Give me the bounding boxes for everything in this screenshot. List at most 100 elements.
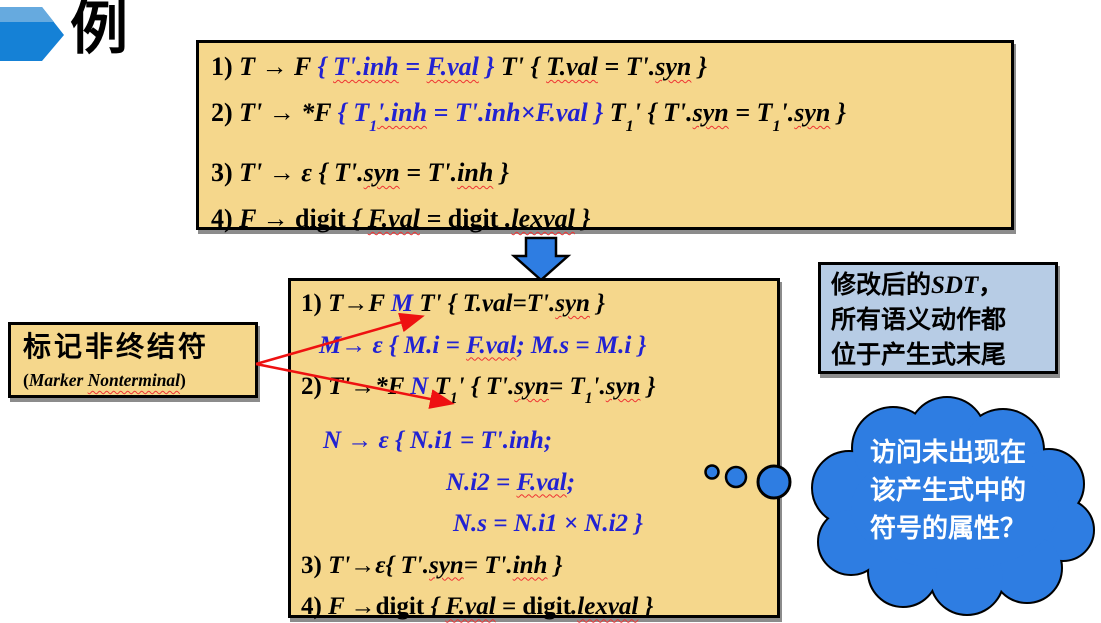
formula-segment: N [410, 373, 429, 401]
formula-segment: } [640, 373, 656, 401]
formula-segment: { [345, 204, 368, 234]
formula-segment: '. [592, 373, 606, 401]
formula-segment: . [498, 204, 512, 234]
thought-cloud [795, 396, 1101, 618]
formula-segment: = [398, 52, 427, 81]
page-title: 例 [70, 0, 129, 61]
formula-segment: } [478, 52, 501, 81]
formula-segment: '. [780, 98, 795, 127]
formula-segment: N → ε { N.i1 = T'.inh; [323, 426, 553, 454]
thought-trail-circles [704, 464, 792, 500]
formula-segment: digit [295, 204, 346, 234]
formula-segment: '.inh [377, 98, 428, 127]
formula-segment: } [547, 551, 563, 579]
formula-segment: T→F [328, 290, 391, 317]
formula-segment: M [390, 290, 414, 317]
formula-line: 位于产生式末尾 [831, 338, 1055, 373]
formula-segment: 1 [625, 118, 634, 136]
modified-sdt-box: 1) T→F M T' { T.val=T'.syn }M→ ε { M.i =… [288, 278, 780, 620]
cloud-line: 访问未出现在 [869, 438, 1026, 467]
formula-line: 所有语义动作都 [831, 303, 1055, 338]
formula-segment: = [495, 593, 523, 621]
formula-segment: = T [548, 373, 585, 401]
formula-segment: 所有语义动作都 [831, 307, 1007, 334]
formula-segment: syn [794, 98, 831, 127]
thought-cloud-shape [811, 396, 1095, 616]
formula-segment: lexval [577, 593, 639, 621]
formula-segment: 3) [211, 158, 240, 188]
formula-segment: digit [522, 593, 572, 621]
formula-segment: } [691, 52, 707, 81]
formula-segment: } [589, 290, 605, 317]
down-arrow-icon [510, 236, 572, 282]
formula-segment: 2) [211, 98, 240, 127]
sdt-note-box: 修改后的SDT， 所有语义动作都位于产生式末尾 [818, 262, 1058, 374]
marker-nonterminal-label: 标记非终结符 (Marker Nonterminal) [8, 322, 258, 398]
formula-segment: 1 [772, 118, 781, 136]
formula-segment: syn [514, 373, 549, 401]
formula-segment: T' → ε { T'. [239, 158, 364, 188]
formula-line: 3) T' → ε { T'.syn = T'.inh } [211, 150, 1011, 196]
formula-segment: = [419, 204, 448, 234]
formula-segment: F.val [426, 52, 479, 81]
formula-line: 3) T'→ε{ T'.syn= T'.inh } [301, 545, 777, 587]
formula-segment: inh [512, 551, 548, 579]
formula-segment: T'→ε{ T'. [328, 551, 429, 579]
formula-segment: N.i2 = [446, 468, 517, 496]
formula-segment: syn [692, 98, 729, 127]
formula-segment: ; [566, 468, 576, 496]
formula-segment: } [574, 204, 591, 234]
marker-label-title: 标记非终结符 [23, 332, 210, 363]
formula-segment: ; M.s = M.i } [516, 331, 647, 359]
formula-segment: 3) [301, 551, 329, 579]
formula-segment: × [520, 98, 536, 127]
formula-segment: T [609, 98, 626, 127]
formula-segment: F → [239, 204, 296, 234]
formula-segment: = T'.inh [427, 98, 521, 127]
formula-line: M→ ε { M.i = F.val; M.s = M.i } [319, 325, 777, 367]
formula-segment: } [638, 593, 654, 621]
formula-line: 修改后的SDT， [831, 268, 1055, 303]
formula-segment: N.s = N.i1 × N.i2 } [453, 510, 643, 538]
formula-segment: digit [447, 204, 499, 234]
formula-segment: = T [728, 98, 773, 127]
formula-segment: 1) [301, 290, 329, 317]
formula-segment: T' { T.val=T'. [413, 290, 556, 317]
marker-pointer-arrows [255, 312, 455, 409]
formula-segment: F.val [466, 331, 517, 359]
formula-segment: F.val [535, 98, 588, 127]
modified-sdt-lines: 1) T→F M T' { T.val=T'.syn }M→ ε { M.i =… [301, 283, 777, 623]
formula-segment: 2) [301, 373, 329, 401]
formula-segment: 位于产生式末尾 [831, 342, 1007, 369]
formula-line: 1) T→F M T' { T.val=T'.syn } [301, 283, 777, 325]
formula-segment: Nonterminal [87, 370, 181, 390]
original-sdt-box: 1) T → F { T'.inh = F.val } T' { T.val =… [196, 40, 1014, 234]
formula-line: N → ε { N.i1 = T'.inh; [323, 420, 777, 462]
formula-segment: . [571, 593, 578, 621]
formula-segment: Marker [28, 370, 88, 390]
formula-segment: 4) [301, 593, 329, 621]
formula-segment: T'.inh [333, 52, 399, 81]
formula-line: 1) T → F { T'.inh = F.val } T' { T.val =… [211, 44, 1011, 90]
formula-segment: 1 [584, 390, 593, 408]
formula-line: 4) F →digit { F.val = digit.lexval } [301, 586, 777, 623]
formula-segment: syn [428, 551, 464, 579]
cloud-line: 符号的属性？ [869, 514, 1026, 543]
formula-segment: = T'. [597, 52, 656, 81]
formula-segment: 修改后的 [831, 272, 932, 299]
formula-segment: lexval [511, 204, 575, 234]
formula-line: N.s = N.i1 × N.i2 } [453, 503, 777, 545]
formula-segment: M→ ε { M.i = [319, 331, 467, 359]
formula-segment: syn [655, 52, 692, 81]
formula-segment: { T [337, 98, 370, 127]
formula-segment: { [424, 593, 446, 621]
formula-segment: syn [605, 373, 641, 401]
formula-segment: syn [363, 158, 400, 188]
formula-segment: T → F [239, 52, 318, 81]
formula-segment: } [493, 158, 509, 188]
formula-segment: 1 [369, 118, 378, 136]
formula-segment: 1) [211, 52, 240, 81]
formula-segment: SDT [931, 272, 979, 299]
formula-segment: = T'. [399, 158, 458, 188]
bullet-arrow-icon [0, 7, 64, 61]
